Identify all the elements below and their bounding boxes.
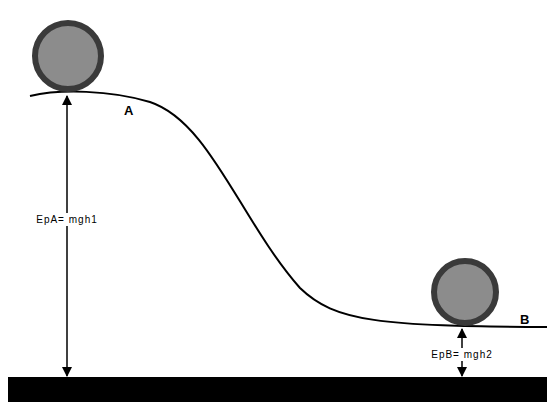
ball [35,23,101,89]
point-label: A [124,104,133,118]
ground [8,377,547,402]
energy-label: EpB= mgh2 [429,348,495,361]
height-arrow [66,96,68,376]
point-label: B [520,313,529,327]
ball [434,261,496,323]
slope [30,92,547,327]
energy-label: EpA= mgh1 [34,213,100,226]
